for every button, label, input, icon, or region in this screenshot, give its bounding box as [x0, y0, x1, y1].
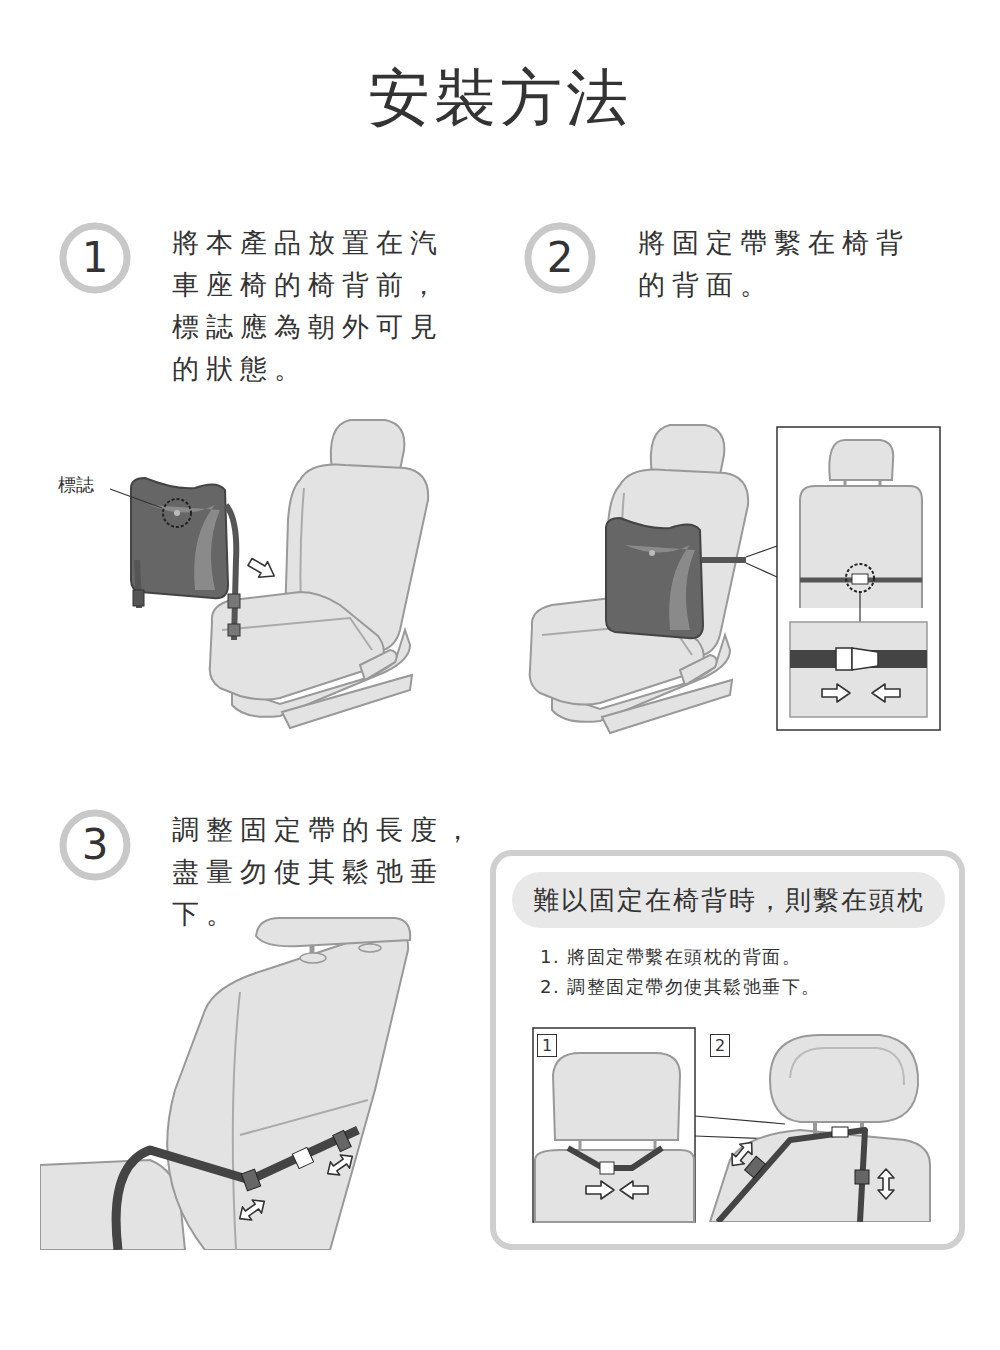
art-use — [822, 684, 850, 702]
art-circle — [163, 499, 191, 527]
art-rect — [333, 1130, 351, 1151]
art-path — [256, 918, 410, 946]
art-rect — [855, 1170, 869, 1184]
art-rect — [133, 590, 144, 606]
step-number-text: 3 — [59, 809, 131, 881]
note-heading: 難以固定在椅背時，則繫在頭枕 — [512, 872, 945, 928]
step-number-text: 1 — [59, 222, 131, 294]
step-number-text: 2 — [524, 222, 596, 294]
note-panel: 1. 將固定帶繫在頭枕的背面。 2. 調整固定帶勿使其鬆弛垂下。 難以固定在椅背時，… — [490, 850, 965, 1250]
art-path — [718, 1130, 865, 1222]
art-path — [852, 648, 878, 670]
art-path — [859, 593, 860, 622]
art-ellipse — [300, 953, 326, 963]
art-path — [233, 992, 368, 1250]
note-heading-text: 難以固定在椅背時，則繫在頭枕 — [512, 872, 945, 928]
figure-number: 2 — [710, 1034, 730, 1057]
art-circle — [846, 564, 874, 592]
step-instruction: 調整固定帶的長度，盡量勿使其鬆弛垂下。 — [172, 809, 488, 935]
headrest-figure-2 — [710, 1035, 930, 1222]
art-rect — [852, 574, 868, 584]
page-title: 安裝方法 — [0, 58, 1000, 138]
art-rect — [600, 1162, 614, 1174]
art-path — [226, 505, 236, 640]
art-rect — [292, 1147, 313, 1168]
art-path — [710, 1130, 930, 1222]
art-path — [167, 930, 408, 1250]
figure-number-text: 2 — [711, 1035, 729, 1056]
art-use — [235, 1195, 269, 1225]
art-path — [580, 1140, 655, 1150]
art-path — [829, 440, 893, 480]
art-rect — [836, 648, 852, 670]
step-number: 1將本產品放置在汽車座椅的椅背前，標誌應為朝外可見的狀態。 — [59, 222, 131, 294]
art-rect — [777, 427, 940, 730]
art-rect — [228, 624, 240, 636]
step1-figure — [110, 420, 428, 728]
step2-figure — [530, 425, 940, 733]
art-use — [246, 554, 279, 584]
art-path — [568, 1148, 662, 1168]
art-path — [116, 1130, 358, 1250]
figure-number: 1 — [537, 1034, 557, 1057]
step-instruction: 將本產品放置在汽車座椅的椅背前，標誌應為朝外可見的狀態。 — [172, 222, 462, 390]
art-rect — [533, 1028, 695, 1222]
step-number: 2將固定帶繫在椅背的背面。 — [524, 222, 596, 294]
art-path — [770, 1035, 918, 1122]
art-path — [702, 557, 746, 563]
art-path — [110, 489, 162, 508]
art-use — [530, 425, 748, 733]
art-use — [323, 1150, 357, 1180]
art-path — [535, 1150, 694, 1222]
note-list-item: 1. 將固定帶繫在頭枕的背面。 — [540, 945, 801, 969]
art-rect — [745, 1156, 766, 1178]
art-path — [790, 1048, 904, 1085]
art-use — [131, 478, 228, 598]
figure-number-text: 1 — [538, 1035, 556, 1056]
art-use — [606, 518, 703, 638]
art-rect — [832, 1127, 848, 1137]
art-rect — [790, 622, 927, 717]
art-rect — [228, 594, 240, 608]
part-label: 標誌 — [58, 473, 94, 497]
note-list-item: 2. 調整固定帶勿使其鬆弛垂下。 — [540, 975, 821, 999]
art-path — [553, 1053, 680, 1140]
art-use — [586, 1181, 614, 1199]
art-path — [746, 546, 777, 577]
art-use — [878, 1169, 894, 1199]
art-use — [210, 420, 428, 728]
art-use — [872, 684, 900, 702]
art-use — [620, 1181, 648, 1199]
art-path — [800, 486, 922, 608]
step-instruction: 將固定帶繫在椅背的背面。 — [638, 222, 928, 306]
step3-figure — [40, 918, 410, 1250]
step-number: 3調整固定帶的長度，盡量勿使其鬆弛垂下。 — [59, 809, 131, 881]
art-ellipse — [359, 944, 381, 952]
art-rect — [241, 1169, 260, 1191]
art-use — [726, 1137, 758, 1170]
